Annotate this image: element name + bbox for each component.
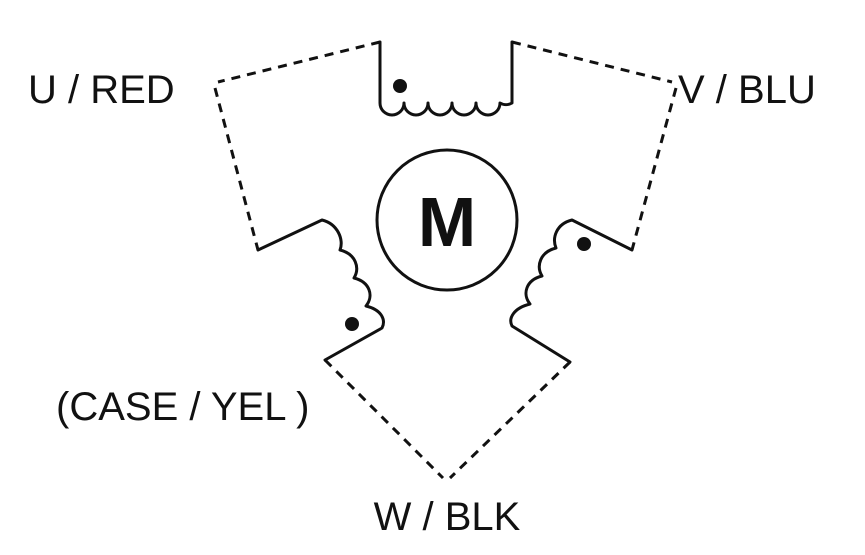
winding-right bbox=[509, 218, 634, 364]
wire-v-right-coil bbox=[630, 87, 678, 251]
motor-circle bbox=[375, 148, 519, 292]
wire-left-coil-w bbox=[323, 358, 445, 480]
motor-symbol: M bbox=[375, 148, 519, 292]
winding-left bbox=[256, 218, 385, 362]
wire-u-top-left bbox=[217, 40, 381, 84]
polarity-dot-right bbox=[577, 237, 591, 251]
motor-letter: M bbox=[418, 183, 476, 261]
wire-u-left-coil bbox=[213, 87, 260, 251]
winding-top bbox=[378, 40, 514, 117]
wire-top-right-v bbox=[511, 40, 673, 84]
label-case-yel: (CASE / YEL ) bbox=[56, 385, 309, 429]
label-u-red: U / RED bbox=[28, 68, 175, 112]
label-w-blk: W / BLK bbox=[374, 495, 521, 539]
label-v-blu: V / BLU bbox=[678, 68, 816, 112]
wire-right-coil-w bbox=[448, 360, 572, 480]
dashed-wiring bbox=[213, 40, 678, 480]
polarity-dot-top bbox=[393, 79, 407, 93]
polarity-dot-left bbox=[345, 317, 359, 331]
